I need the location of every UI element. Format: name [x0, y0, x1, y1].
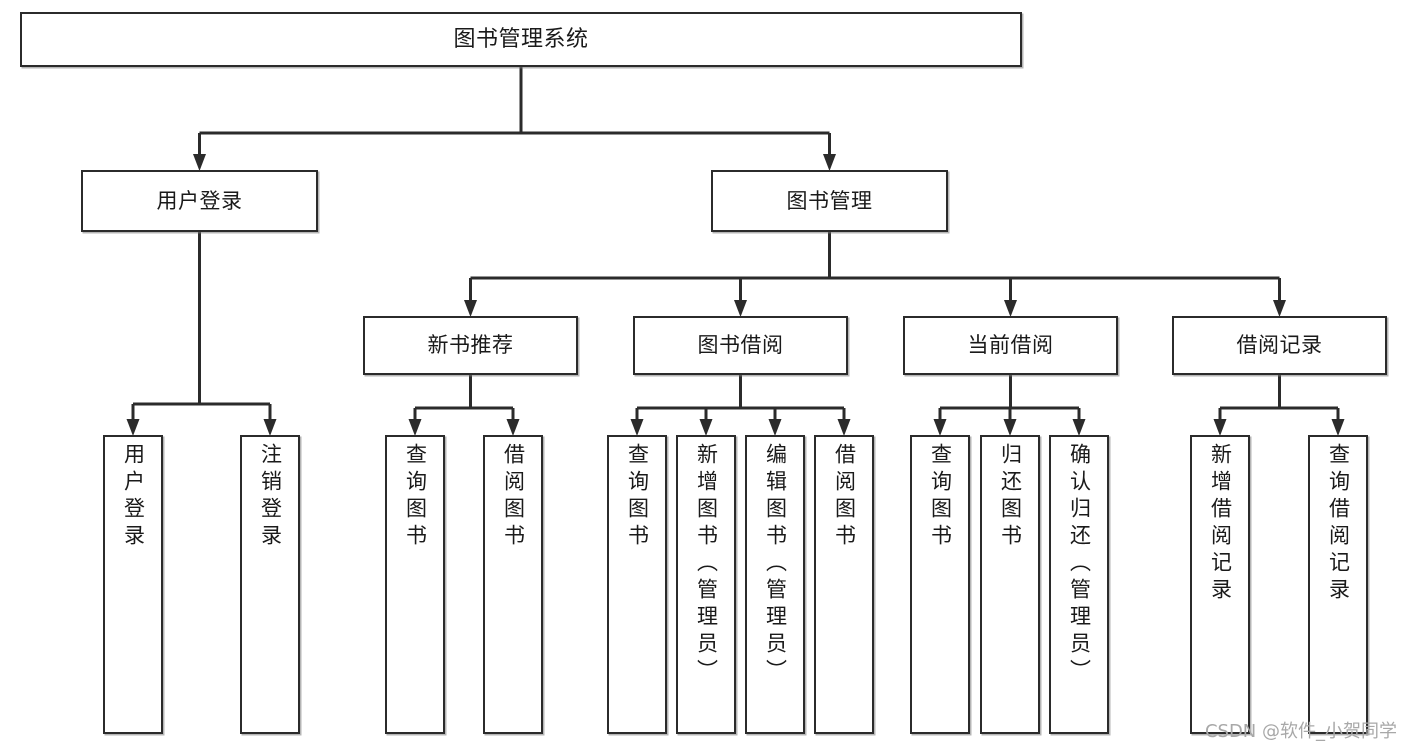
node-q1[interactable]: 查询图书 — [385, 435, 445, 734]
node-bookmgmt[interactable]: 图书管理 — [711, 170, 948, 232]
node-root[interactable]: 图书管理系统 — [20, 12, 1022, 67]
arrowhead-records-addrec — [1213, 419, 1227, 436]
node-label: 图书管理系统 — [453, 26, 589, 52]
node-label: 查询图书 — [928, 443, 953, 551]
arrowhead-borrow-add — [699, 419, 713, 436]
watermark-text: CSDN @软件_小贺同学 — [1204, 721, 1397, 742]
node-label: 编辑图书（管理员） — [763, 443, 788, 686]
node-login[interactable]: 用户登录 — [81, 170, 318, 232]
node-edit[interactable]: 编辑图书（管理员） — [745, 435, 805, 734]
node-confirm[interactable]: 确认归还（管理员） — [1049, 435, 1109, 734]
arrowhead-borrow-b2 — [837, 419, 851, 436]
node-borrow[interactable]: 图书借阅 — [633, 316, 848, 375]
node-label: 注销登录 — [258, 443, 283, 551]
node-ret[interactable]: 归还图书 — [980, 435, 1040, 734]
arrowhead-login-userlogin — [126, 419, 140, 436]
arrowhead-borrow-q2 — [630, 419, 644, 436]
arrowhead-current-ret — [1003, 419, 1017, 436]
arrowhead-login-logout — [263, 419, 277, 436]
arrowhead-root-bookmgmt — [823, 154, 836, 171]
arrowhead-borrow-edit — [768, 419, 782, 436]
node-label: 用户登录 — [121, 443, 146, 551]
node-records[interactable]: 借阅记录 — [1172, 316, 1387, 375]
node-label: 当前借阅 — [967, 333, 1054, 358]
node-label: 借阅记录 — [1236, 333, 1323, 358]
node-add[interactable]: 新增图书（管理员） — [676, 435, 736, 734]
node-label: 确认归还（管理员） — [1067, 443, 1092, 686]
node-label: 借阅图书 — [832, 443, 857, 551]
node-label: 用户登录 — [156, 188, 243, 213]
arrowhead-root-login — [193, 154, 206, 171]
arrowhead-records-qrec — [1331, 419, 1345, 436]
arrowhead-current-q3 — [933, 419, 947, 436]
node-current[interactable]: 当前借阅 — [903, 316, 1118, 375]
arrowhead-current-confirm — [1072, 419, 1086, 436]
node-label: 图书借阅 — [697, 333, 784, 358]
arrowhead-bookmgmt-records — [1273, 300, 1286, 317]
arrowhead-bookmgmt-newbook — [464, 300, 477, 317]
node-label: 借阅图书 — [501, 443, 526, 551]
node-addrec[interactable]: 新增借阅记录 — [1190, 435, 1250, 734]
arrowhead-newbook-b1 — [506, 419, 520, 436]
arrowhead-bookmgmt-borrow — [734, 300, 747, 317]
node-label: 新增图书（管理员） — [694, 443, 719, 686]
node-userlogin[interactable]: 用户登录 — [103, 435, 163, 734]
node-q2[interactable]: 查询图书 — [607, 435, 667, 734]
node-b2[interactable]: 借阅图书 — [814, 435, 874, 734]
node-q3[interactable]: 查询图书 — [910, 435, 970, 734]
arrowhead-newbook-q1 — [408, 419, 422, 436]
node-label: 图书管理 — [786, 188, 873, 213]
node-qrec[interactable]: 查询借阅记录 — [1308, 435, 1368, 734]
node-logout[interactable]: 注销登录 — [240, 435, 300, 734]
node-b1[interactable]: 借阅图书 — [483, 435, 543, 734]
node-label: 查询借阅记录 — [1326, 443, 1351, 605]
node-label: 归还图书 — [998, 443, 1023, 551]
node-label: 新增借阅记录 — [1208, 443, 1233, 605]
node-newbook[interactable]: 新书推荐 — [363, 316, 578, 375]
node-label: 查询图书 — [625, 443, 650, 551]
node-label: 查询图书 — [403, 443, 428, 551]
node-label: 新书推荐 — [427, 333, 514, 358]
arrowhead-bookmgmt-current — [1004, 300, 1017, 317]
